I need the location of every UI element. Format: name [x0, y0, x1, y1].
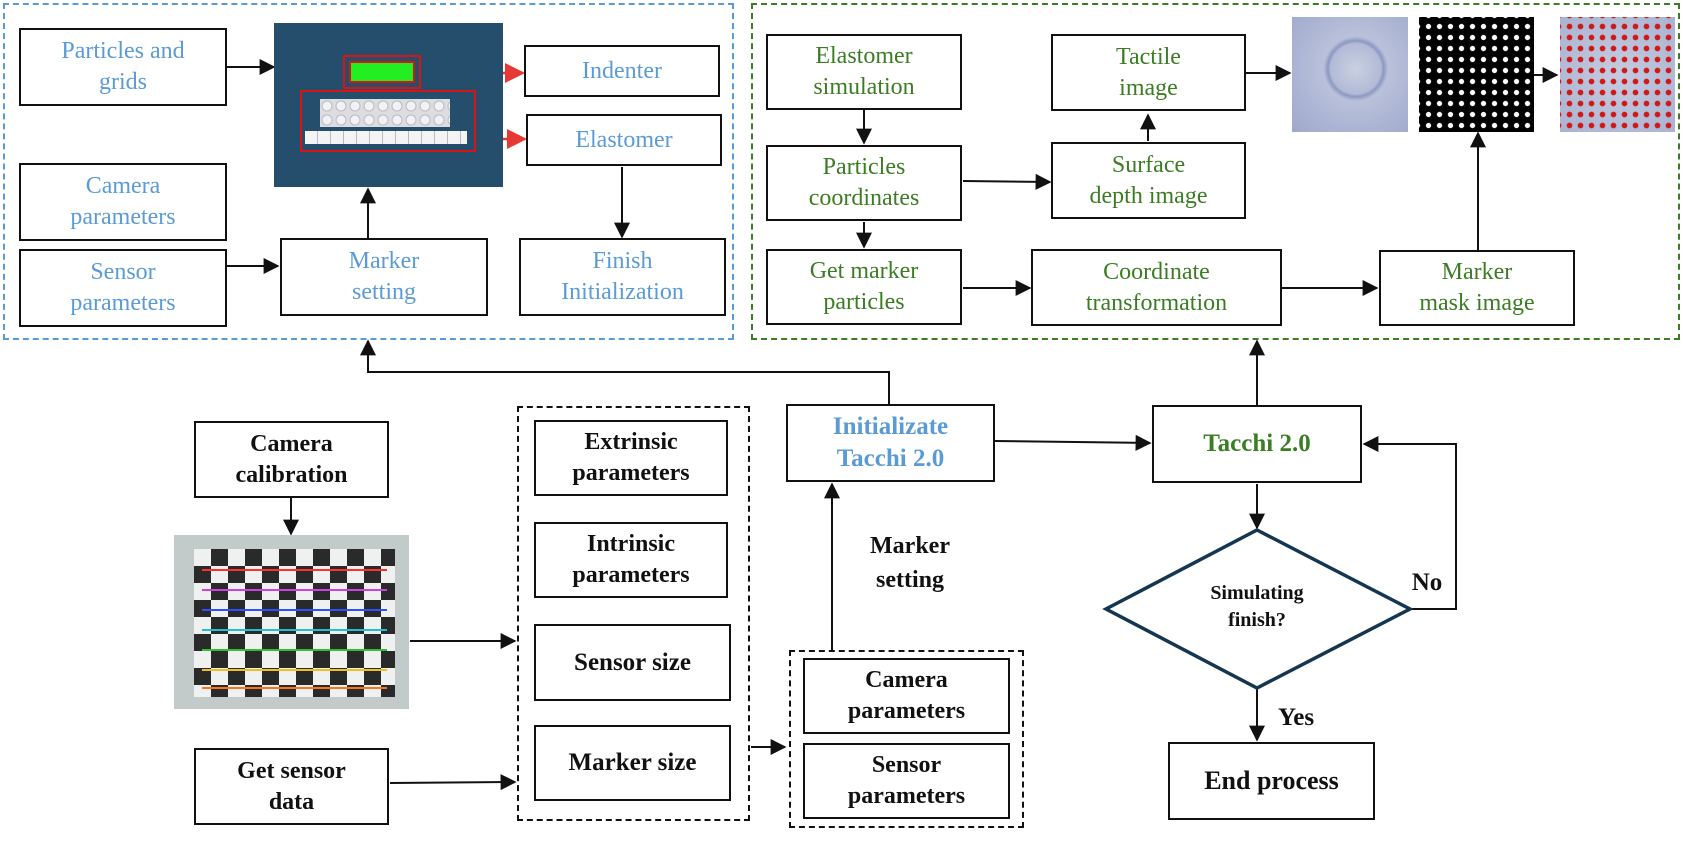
marker-setting-label: Marker setting	[348, 248, 420, 305]
calib-line-2	[202, 589, 387, 591]
arrow-init-to-init-group	[360, 339, 890, 404]
particles-coordinates-label: Particles coordinates	[808, 154, 920, 211]
checkerboard-calibration-image	[174, 535, 409, 709]
marker-sensor-parameters-box: Sensor parameters	[803, 743, 1010, 819]
elastomer-particles	[320, 99, 450, 127]
sensor-size-box: Sensor size	[534, 624, 731, 701]
calib-line-4	[202, 629, 387, 631]
calib-line-3	[202, 609, 387, 611]
marker-camera-parameters-box: Camera parameters	[803, 658, 1010, 734]
marker-size-label: Marker size	[568, 749, 697, 776]
camera-calibration-box: Camera calibration	[194, 421, 389, 498]
tacchi-box: Tacchi 2.0	[1152, 405, 1362, 483]
get-marker-particles-label: Get marker particles	[809, 258, 919, 315]
elastomer-label: Elastomer	[575, 126, 673, 153]
sensor-parameters-box: Sensor parameters	[19, 249, 227, 327]
sensor-parameters-label: Sensor parameters	[70, 259, 176, 316]
indenter-box: Indenter	[524, 45, 720, 97]
elastomer-simulation-label: Elastomer simulation	[813, 43, 915, 100]
camera-parameters-label: Camera parameters	[70, 173, 176, 230]
marker-overlay-output-image	[1560, 17, 1675, 132]
initializate-tacchi-label: Initializate Tacchi 2.0	[832, 413, 949, 472]
marker-mask-image-box: Marker mask image	[1379, 250, 1575, 326]
indenter-rect	[349, 61, 415, 83]
get-marker-particles-box: Get marker particles	[766, 249, 962, 325]
marker-mask-image-label: Marker mask image	[1419, 259, 1535, 316]
calib-line-5	[202, 649, 387, 651]
checkerboard-pattern	[194, 549, 395, 697]
decision-diamond-shape	[1102, 528, 1414, 690]
sensor-size-label: Sensor size	[574, 648, 691, 676]
indenter-label: Indenter	[582, 57, 662, 84]
simulation-group	[751, 3, 1680, 340]
arrow-no-loop	[1362, 436, 1457, 610]
coordinate-transformation-label: Coordinate transformation	[1085, 258, 1228, 316]
marker-setting-side-label: Marker setting	[870, 533, 950, 593]
initialization-group	[3, 3, 734, 340]
calib-line-7	[202, 687, 387, 689]
marker-setting-group	[789, 650, 1024, 828]
calib-line-6	[202, 669, 387, 671]
no-label: No	[1411, 569, 1443, 596]
get-sensor-data-label: Get sensor data	[237, 757, 346, 815]
end-process-label: End process	[1204, 766, 1339, 796]
yes-label: Yes	[1277, 704, 1315, 731]
marker-sensor-parameters-label: Sensor parameters	[847, 752, 966, 809]
marker-camera-parameters-label: Camera parameters	[847, 667, 966, 724]
surface-depth-image-label: Surface depth image	[1089, 151, 1208, 209]
decision-label: Simulating finish?	[1210, 582, 1304, 631]
extrinsic-parameters-label: Extrinsic parameters	[572, 429, 690, 486]
arrow-particles-to-surface	[962, 173, 1052, 190]
camera-calibration-label: Camera calibration	[235, 430, 348, 488]
elastomer-box: Elastomer	[526, 114, 722, 166]
particles-grids-box: Particles and grids	[19, 28, 227, 106]
coordinate-transformation-box: Coordinate transformation	[1031, 249, 1282, 326]
end-process-box: End process	[1168, 742, 1375, 820]
tactile-image-box: Tactile image	[1051, 34, 1246, 111]
elastomer-simulation-box: Elastomer simulation	[766, 34, 962, 110]
extrinsic-parameters-box: Extrinsic parameters	[534, 420, 728, 496]
parameters-group	[517, 406, 750, 821]
particles-grids-label: Particles and grids	[61, 38, 185, 95]
finish-initialization-label: Finish Initialization	[561, 248, 684, 305]
marker-size-box: Marker size	[534, 725, 731, 801]
marker-setting-box: Marker setting	[280, 238, 488, 316]
calib-line-1	[202, 569, 387, 571]
marker-mask-output-image	[1419, 17, 1534, 132]
initializate-tacchi-box: Initializate Tacchi 2.0	[786, 404, 995, 482]
simulation-scene-panel	[274, 23, 503, 187]
elastomer-bounds	[300, 90, 476, 152]
tactile-image-label: Tactile image	[1116, 43, 1181, 101]
arrow-init-to-tacchi	[994, 434, 1152, 451]
intrinsic-parameters-label: Intrinsic parameters	[572, 531, 690, 588]
elastomer-base	[305, 131, 467, 144]
tactile-output-image	[1292, 17, 1408, 132]
camera-parameters-box: Camera parameters	[19, 163, 227, 241]
tacchi-label: Tacchi 2.0	[1203, 430, 1311, 457]
intrinsic-parameters-box: Intrinsic parameters	[534, 522, 728, 598]
arrow-sensor-data-to-params	[389, 774, 517, 791]
finish-initialization-box: Finish Initialization	[519, 238, 726, 316]
surface-depth-image-box: Surface depth image	[1051, 142, 1246, 219]
particles-coordinates-box: Particles coordinates	[766, 145, 962, 221]
get-sensor-data-box: Get sensor data	[194, 748, 389, 825]
